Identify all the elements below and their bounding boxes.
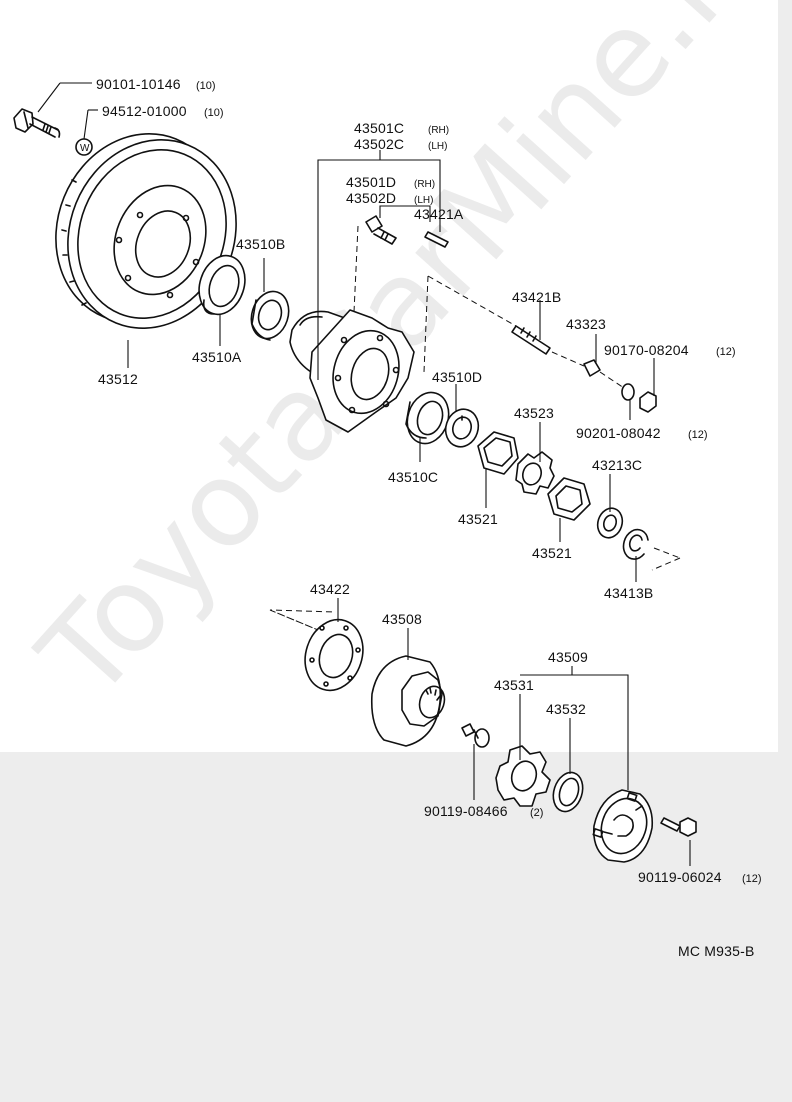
- hub-gasket-part: [304, 618, 364, 692]
- qty-90119-08466: (2): [530, 807, 543, 819]
- label-43413B: 43413B: [604, 585, 653, 601]
- label-90119-06024: 90119-06024: [638, 869, 722, 885]
- label-43502D: 43502D: [346, 190, 396, 206]
- snap-ring-part: [622, 528, 649, 560]
- lock-nut-part-2: [547, 477, 591, 521]
- hub-stud-part: [365, 215, 397, 245]
- label-43521-2: 43521: [532, 545, 572, 561]
- spring-washer-part: [621, 383, 635, 401]
- side-43502D: (LH): [414, 195, 433, 206]
- label-43510A: 43510A: [192, 349, 242, 365]
- dashed-guide-lines: [269, 225, 681, 631]
- hub-nut-part: [639, 391, 657, 413]
- label-94512-01000: 94512-01000: [102, 103, 187, 119]
- label-43421A: 43421A: [414, 206, 464, 222]
- qty-90101-10146: (10): [196, 80, 216, 92]
- qty-94512-01000: (10): [204, 107, 224, 119]
- outer-bearing-part: [250, 290, 290, 341]
- label-43501C: 43501C: [354, 120, 404, 136]
- label-43323: 43323: [566, 316, 606, 332]
- free-wheel-hub-cover-part: [592, 789, 654, 863]
- label-43510B: 43510B: [236, 236, 285, 252]
- leader-lines: [37, 82, 691, 866]
- right-background-strip: [778, 0, 792, 752]
- label-43501D: 43501D: [346, 174, 396, 190]
- label-43213C: 43213C: [592, 457, 642, 473]
- label-43508: 43508: [382, 611, 422, 627]
- axle-hub-part: [289, 309, 415, 433]
- oil-seal-part: [198, 254, 246, 316]
- stud-bolt-part: [511, 325, 551, 355]
- lock-washer-part: [515, 451, 555, 495]
- label-43422: 43422: [310, 581, 350, 597]
- label-43523: 43523: [514, 405, 554, 421]
- side-43501D: (RH): [414, 179, 435, 190]
- side-43502C: (LH): [428, 141, 447, 152]
- body-flange-part: [495, 745, 551, 807]
- label-43531: 43531: [494, 677, 534, 693]
- dowel-pin-part: [424, 231, 449, 248]
- label-90201-08042: 90201-08042: [576, 425, 661, 441]
- side-43501C: (RH): [428, 125, 449, 136]
- qty-90170-08204: (12): [716, 346, 736, 358]
- bottom-background-band: [0, 752, 792, 1102]
- washer-letter: W: [80, 143, 90, 154]
- label-43510D: 43510D: [432, 369, 482, 385]
- free-wheel-hub-body-part: [370, 655, 446, 747]
- qty-90201-08042: (12): [688, 429, 708, 441]
- hub-bolt-part: [13, 108, 61, 138]
- label-43521-1: 43521: [458, 511, 498, 527]
- flange-bolt-small-part: [461, 723, 490, 748]
- lock-nut-part-1: [477, 431, 519, 475]
- cover-bolt-part: [660, 817, 697, 837]
- cone-washer-part: [583, 359, 601, 377]
- label-90119-08466: 90119-08466: [424, 803, 508, 819]
- label-90170-08204: 90170-08204: [604, 342, 689, 358]
- o-ring-part: [552, 771, 584, 813]
- qty-90119-06024: (12): [742, 873, 762, 885]
- label-43509: 43509: [548, 649, 588, 665]
- disc-rotor-part: [55, 133, 237, 329]
- label-90101-10146: 90101-10146: [96, 76, 181, 92]
- spacer-part: [596, 507, 624, 539]
- label-43512: 43512: [98, 371, 138, 387]
- label-43421B: 43421B: [512, 289, 561, 305]
- thrust-washer-part: [444, 408, 480, 448]
- diagram-code: MC M935-B: [678, 943, 754, 959]
- label-43502C: 43502C: [354, 136, 404, 152]
- label-43532: 43532: [546, 701, 586, 717]
- label-43510C: 43510C: [388, 469, 438, 485]
